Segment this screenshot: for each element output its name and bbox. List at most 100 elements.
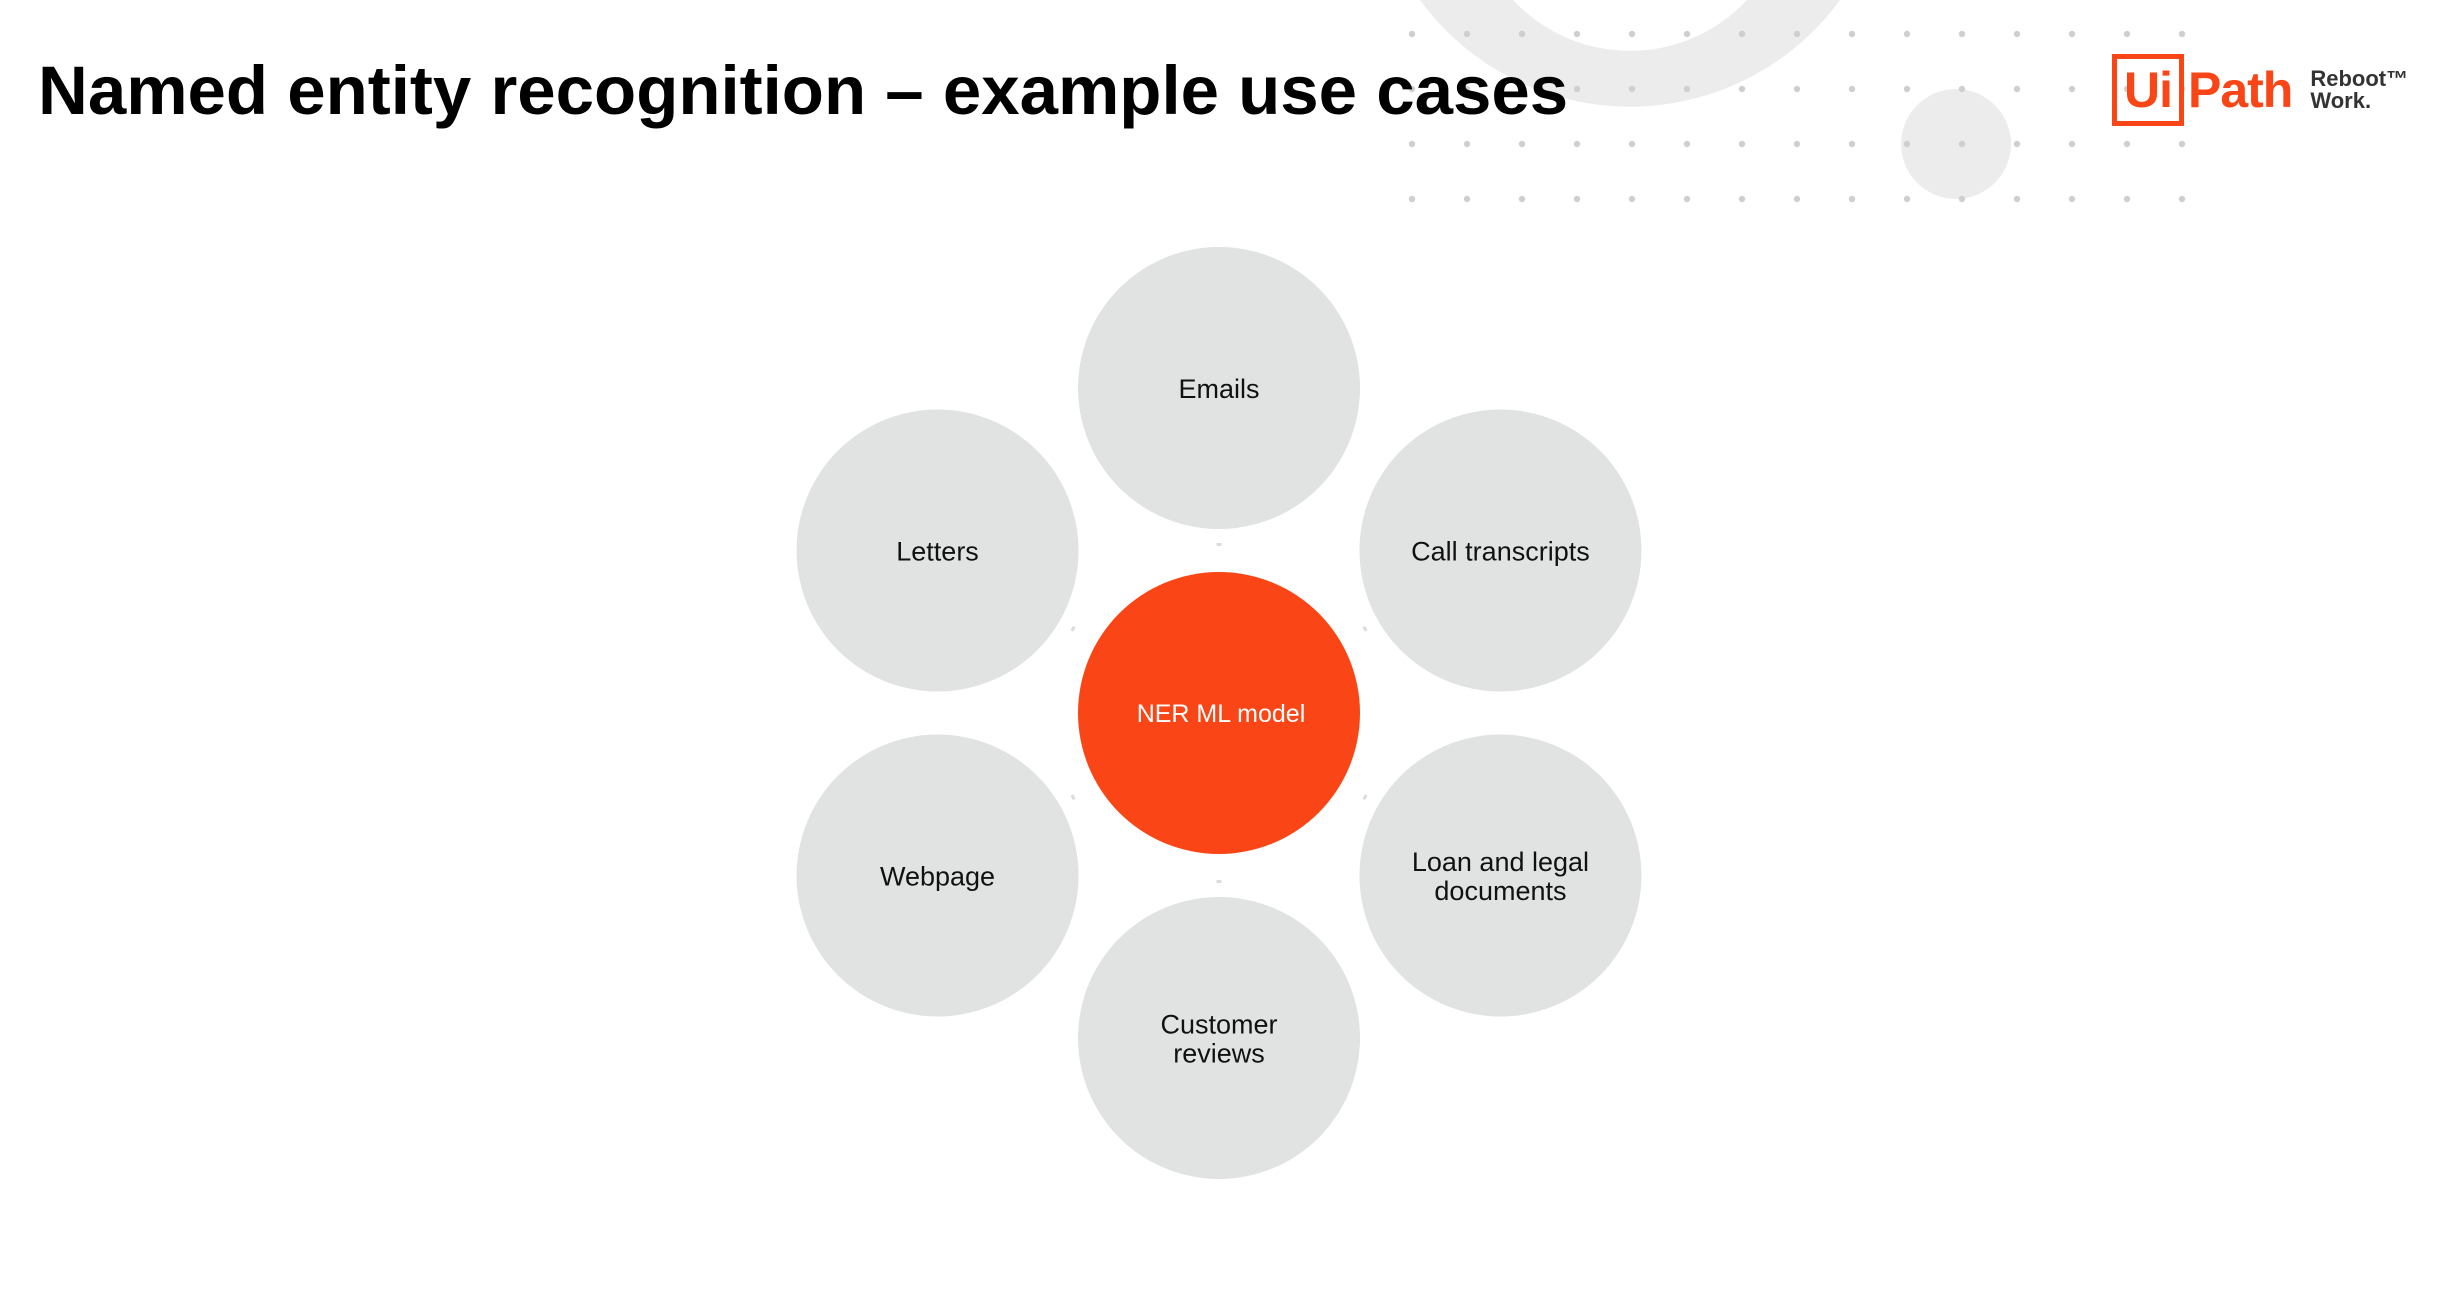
decorative-dot — [1903, 85, 1911, 93]
node-circle-webpage — [796, 734, 1079, 1017]
connector-line-webpage — [1070, 794, 1076, 801]
decorative-dot — [1408, 30, 1416, 38]
decorative-dot — [1408, 85, 1416, 93]
node-emails: Emails — [1078, 247, 1360, 529]
decorative-dot — [1573, 195, 1581, 203]
decorative-dot — [1848, 140, 1856, 148]
node-label-call-transcripts: Call transcripts — [1411, 537, 1590, 567]
decorative-dot — [2178, 140, 2186, 148]
decorative-dot — [2013, 85, 2021, 93]
node-label-customer-reviews: reviews — [1173, 1039, 1265, 1069]
node-circle-letters — [796, 409, 1079, 692]
node-call-transcripts: Call transcripts — [1359, 409, 1642, 692]
uipath-logo: Ui Path Reboot™ Work. — [2112, 54, 2408, 126]
decorative-dot — [1793, 195, 1801, 203]
decorative-small-circle — [1901, 89, 2011, 199]
node-circle-loan-legal-documents — [1359, 734, 1642, 1017]
node-circle-customer-reviews — [1078, 897, 1360, 1179]
node-label-customer-reviews: Customer — [1160, 1010, 1277, 1040]
decorative-dot — [1903, 30, 1911, 38]
decorative-dot — [1793, 85, 1801, 93]
hub-circle — [1078, 572, 1360, 854]
decorative-dot — [1958, 30, 1966, 38]
hub-node: NER ML model — [1078, 572, 1360, 854]
logo-ui-box: Ui — [2112, 54, 2184, 126]
decorative-dot — [1738, 140, 1746, 148]
decorative-dot — [2178, 195, 2186, 203]
decorative-dot — [1848, 195, 1856, 203]
page-title: Named entity recognition – example use c… — [38, 52, 1569, 129]
logo-path-text: Path — [2188, 62, 2293, 118]
connector-line-loan-legal-documents — [1362, 794, 1368, 801]
decorative-dot — [1958, 85, 1966, 93]
decorative-dot — [1408, 140, 1416, 148]
node-circle-call-transcripts — [1359, 409, 1642, 692]
decorative-dot — [2178, 30, 2186, 38]
decorative-dot — [2068, 30, 2076, 38]
decorative-dot — [2123, 195, 2131, 203]
node-circle-emails — [1078, 247, 1360, 529]
decorative-dot — [1683, 30, 1691, 38]
decorative-dot — [1683, 140, 1691, 148]
node-label-emails: Emails — [1178, 374, 1259, 404]
decorative-dot — [1683, 85, 1691, 93]
decorative-dot — [1958, 195, 1966, 203]
decorative-dot — [1793, 140, 1801, 148]
decorative-dot — [2068, 85, 2076, 93]
decorative-dot — [1848, 85, 1856, 93]
node-letters: Letters — [796, 409, 1079, 692]
decorative-dot — [1518, 140, 1526, 148]
node-label-loan-legal-documents: Loan and legal — [1412, 847, 1589, 877]
decorative-dot — [1793, 30, 1801, 38]
decorative-dot — [1463, 140, 1471, 148]
decorative-dot — [1463, 85, 1471, 93]
decorative-dot — [1903, 195, 1911, 203]
decorative-dot — [1518, 30, 1526, 38]
decorative-dot — [2123, 140, 2131, 148]
decorative-dot — [1958, 140, 1966, 148]
decorative-dot — [1628, 195, 1636, 203]
decorative-dot — [1573, 30, 1581, 38]
decorative-dot — [1573, 85, 1581, 93]
logo-tagline-line1: Reboot™ — [2310, 66, 2409, 91]
decorative-dot — [2123, 85, 2131, 93]
decorative-dot — [2013, 140, 2021, 148]
node-label-loan-legal-documents: documents — [1434, 876, 1566, 906]
logo-tagline-line2: Work. — [2310, 88, 2372, 113]
node-webpage: Webpage — [796, 734, 1079, 1017]
connector-line-letters — [1070, 625, 1076, 632]
decorative-dot — [2068, 140, 2076, 148]
node-label-webpage: Webpage — [880, 862, 995, 892]
decorative-dot — [2123, 30, 2131, 38]
decorative-dot — [1408, 195, 1416, 203]
decorative-dot — [1628, 30, 1636, 38]
decorative-dot — [1738, 195, 1746, 203]
decorative-dot — [2013, 30, 2021, 38]
decorative-dot-grid — [1408, 30, 2186, 203]
logo-tagline: Reboot™ Work. — [2310, 68, 2408, 112]
decorative-dot — [1518, 85, 1526, 93]
decorative-dot — [2013, 195, 2021, 203]
decorative-dot — [1628, 85, 1636, 93]
decorative-dot — [1683, 195, 1691, 203]
decorative-dot — [1848, 30, 1856, 38]
decorative-dot — [1903, 140, 1911, 148]
decorative-dot — [1628, 140, 1636, 148]
decorative-dot — [1463, 30, 1471, 38]
decorative-dot — [1738, 30, 1746, 38]
decorative-dot — [2068, 195, 2076, 203]
connector-line-call-transcripts — [1362, 625, 1368, 632]
decorative-dot — [1518, 195, 1526, 203]
connectors — [1070, 543, 1368, 883]
decorative-ring — [1420, 0, 1840, 107]
decorative-dot — [1463, 195, 1471, 203]
decorative-dot — [1573, 140, 1581, 148]
hub-label: NER ML model — [1137, 700, 1306, 728]
node-label-letters: Letters — [896, 537, 979, 567]
decorative-dot — [1738, 85, 1746, 93]
